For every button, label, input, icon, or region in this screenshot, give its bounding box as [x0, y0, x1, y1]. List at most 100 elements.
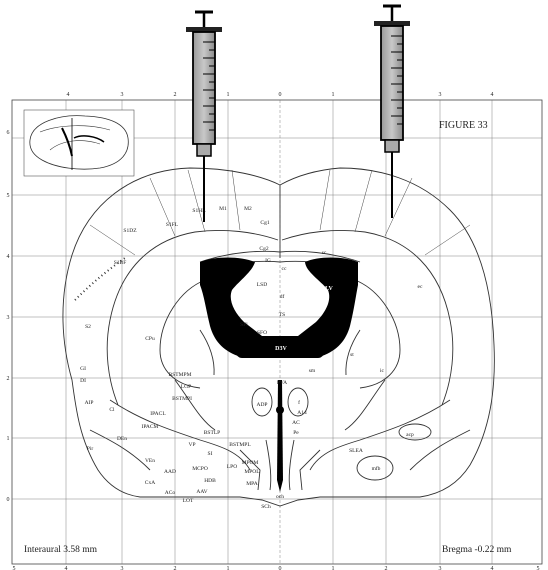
region-vp: VP: [188, 442, 195, 448]
side-ruler: 6 5 4 3 2 1 0: [7, 130, 10, 503]
region-hdb: HDB: [204, 478, 216, 484]
region-aco: ACo: [165, 490, 176, 496]
region-acp: acp: [406, 432, 414, 438]
ruler-top-2: 2: [174, 92, 177, 98]
ruler-bottom-1: 4: [65, 566, 68, 570]
d3v-label: D3V: [275, 346, 287, 352]
region-sch: SCh: [261, 504, 271, 510]
region-och: och: [276, 494, 284, 500]
ruler-bottom-0: 5: [13, 566, 16, 570]
ruler-bottom-7: 2: [385, 566, 388, 570]
region-aav: AAV: [196, 489, 207, 495]
region-ig: IG: [265, 258, 271, 264]
region-pir: Pir: [87, 446, 94, 452]
left-syringe: [186, 12, 222, 222]
bregma-label: Bregma -0.22 mm: [442, 545, 512, 555]
ruler-top-4: 0: [279, 92, 282, 98]
region-df: df: [280, 293, 285, 300]
region-si: SI: [208, 451, 213, 457]
region-lpo: LPO: [227, 464, 237, 470]
ruler-top-5: 1: [332, 92, 335, 98]
ruler-top-8: 4: [491, 92, 494, 98]
ruler-top-1: 3: [121, 92, 124, 98]
ruler-bottom-6: 1: [332, 566, 335, 570]
ruler-bottom-10: 5: [537, 566, 540, 570]
region-m1: M1: [219, 206, 227, 212]
region-ic: ic: [380, 368, 385, 374]
region-mcpo: MCPO: [192, 466, 208, 472]
ruler-top-0: 4: [67, 92, 70, 98]
region-bstmpm: BSTMPM: [169, 372, 192, 378]
region-s2: S2: [85, 324, 91, 330]
ruler-side-1: 5: [7, 193, 10, 199]
ruler-bottom-2: 3: [121, 566, 124, 570]
region-mpa: MPA: [246, 481, 257, 487]
ruler-bottom-4: 1: [227, 566, 230, 570]
region-ven: VEn: [145, 458, 155, 464]
third-ventricle: [277, 380, 283, 492]
striatum-right: [355, 280, 400, 388]
ruler-side-3: 3: [7, 315, 10, 321]
region-di: DI: [80, 378, 86, 384]
region-sc: sc: [322, 250, 327, 256]
region-gi: GI: [80, 366, 86, 372]
ruler-side-2: 4: [7, 254, 10, 260]
region-a14: A14: [297, 410, 307, 416]
region-lsd: LSD: [257, 282, 267, 288]
region-pe: Pe: [293, 430, 299, 436]
region-mpol: MPOL: [244, 469, 260, 475]
region-pva: PVA: [277, 380, 287, 386]
ruler-bottom-8: 3: [439, 566, 442, 570]
region-cg2: Cg2: [259, 246, 268, 252]
region-s1bf: S1BF: [114, 260, 127, 266]
region-ac: AC: [292, 420, 300, 426]
region-sm: sm: [309, 368, 316, 374]
region-ts: TS: [279, 312, 285, 318]
ruler-bottom-5: 0: [279, 566, 282, 570]
cortex-inner-left: [107, 230, 278, 405]
ruler-side-6: 0: [7, 497, 10, 503]
region-lgp: LGP: [181, 384, 191, 390]
top-ruler: 4 3 2 1 0 1 2 3 4: [67, 92, 494, 98]
region-sfo: SFO: [257, 330, 267, 336]
region-cc: cc: [282, 266, 287, 272]
right-syringe: [374, 6, 410, 218]
cortex-inner-right: [282, 230, 453, 405]
region-lot: LOT: [183, 498, 194, 504]
sagittal-thumbnail: [24, 110, 134, 176]
ruler-side-5: 1: [7, 436, 10, 442]
region-ipacm: IPACM: [142, 424, 159, 430]
region-aip: AIP: [85, 400, 94, 406]
ruler-bottom-3: 2: [174, 566, 177, 570]
lateral-ventricle-label: LV: [325, 286, 333, 292]
ruler-side-0: 6: [7, 130, 10, 136]
interaural-label: Interaural 3.58 mm: [24, 545, 98, 555]
region-adp: ADP: [256, 402, 267, 408]
region-cl: Cl: [109, 407, 115, 413]
region-ipacl: IPACL: [150, 411, 166, 417]
region-s1dz: S1DZ: [123, 228, 137, 234]
region-sfi: SFi: [240, 322, 248, 328]
region-den: DEn: [117, 436, 127, 442]
region-bstmpl: BSTMPL: [229, 442, 251, 448]
region-f: f: [298, 399, 300, 406]
region-s1fl: S1FL: [166, 222, 179, 228]
region-slea: SLEA: [349, 448, 363, 454]
figure-title: FIGURE 33: [439, 120, 488, 131]
region-cpu: CPu: [145, 336, 155, 342]
region-cxa: CxA: [145, 480, 155, 486]
ruler-side-4: 2: [7, 376, 10, 382]
region-bstmpi: BSTMPI: [172, 396, 192, 402]
ruler-bottom-9: 4: [491, 566, 494, 570]
ruler-top-7: 3: [439, 92, 442, 98]
region-cg1: Cg1: [260, 220, 269, 226]
region-st: st: [350, 352, 354, 358]
region-aad: AAD: [164, 469, 176, 475]
ruler-top-3: 1: [227, 92, 230, 98]
bottom-ruler: 5 4 3 2 1 0 1 2 3 4 5: [13, 566, 540, 570]
region-bstlp: BSTLP: [204, 430, 221, 436]
region-mpom: MPOM: [242, 460, 259, 466]
region-mfb: mfb: [372, 465, 381, 472]
region-ec: ec: [418, 284, 423, 290]
